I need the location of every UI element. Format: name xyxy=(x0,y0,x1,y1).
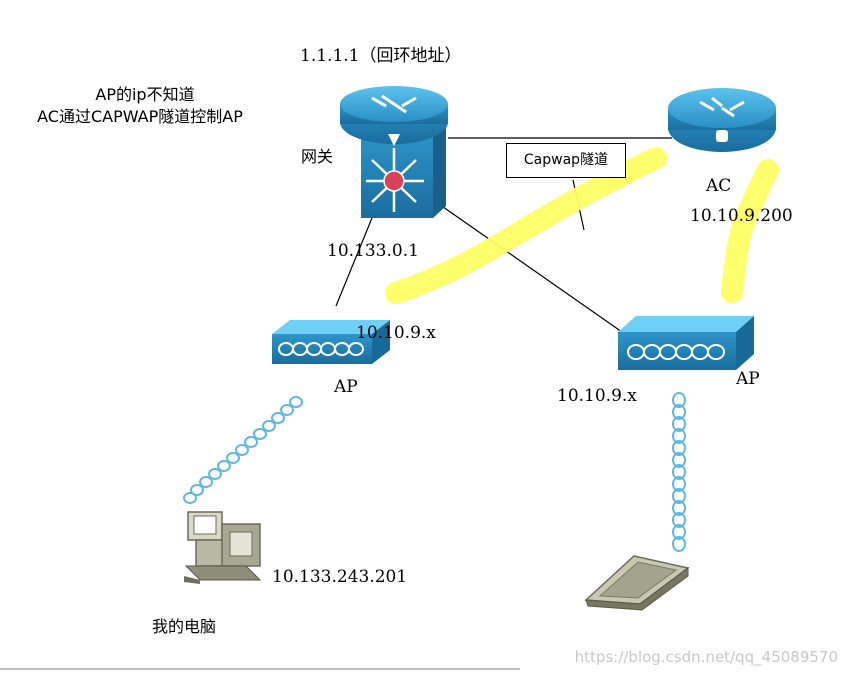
capwap-tunnel-label: Capwap隧道 xyxy=(523,152,609,168)
pc-label: 我的电脑 xyxy=(152,617,217,636)
ac-controller-icon xyxy=(668,88,776,152)
ac-ip-label: 10.10.9.200 xyxy=(690,206,793,226)
ac-label: AC xyxy=(706,176,732,196)
ap-right-icon xyxy=(618,316,754,370)
capwap-tunnel-highlight xyxy=(385,147,667,304)
loopback-address-label: 1.1.1.1（回环地址） xyxy=(300,46,462,66)
ap-left-icon xyxy=(272,320,390,364)
gateway-label: 网关 xyxy=(301,147,334,166)
capwap-tunnel-highlight-ac xyxy=(721,159,779,303)
ap-left-ip-label: 10.10.9.x xyxy=(356,323,436,343)
wireless-link-right xyxy=(672,392,686,552)
gateway-router-icon xyxy=(340,86,448,218)
note-capwap-control: AC通过CAPWAP隧道控制AP xyxy=(37,107,243,126)
capwap-tunnel-callout: Capwap隧道 xyxy=(506,143,626,178)
ap-right-label: AP xyxy=(736,369,760,389)
laptop-icon xyxy=(584,555,690,611)
link-gateway-ap-right xyxy=(435,201,623,333)
link-gateway-ap-left xyxy=(335,217,373,307)
gateway-ip-label: 10.133.0.1 xyxy=(327,241,419,261)
ap-right-ip-label: 10.10.9.x xyxy=(557,386,637,406)
note-ap-ip-unknown: AP的ip不知道 xyxy=(95,85,195,104)
pc-ip-label: 10.133.243.201 xyxy=(272,567,408,587)
pc-computer-icon xyxy=(184,511,262,584)
ap-left-label: AP xyxy=(334,377,358,397)
wireless-link-left xyxy=(183,396,303,504)
watermark-text: https://blog.csdn.net/qq_45089570 xyxy=(574,648,838,666)
bottom-divider xyxy=(0,668,520,670)
